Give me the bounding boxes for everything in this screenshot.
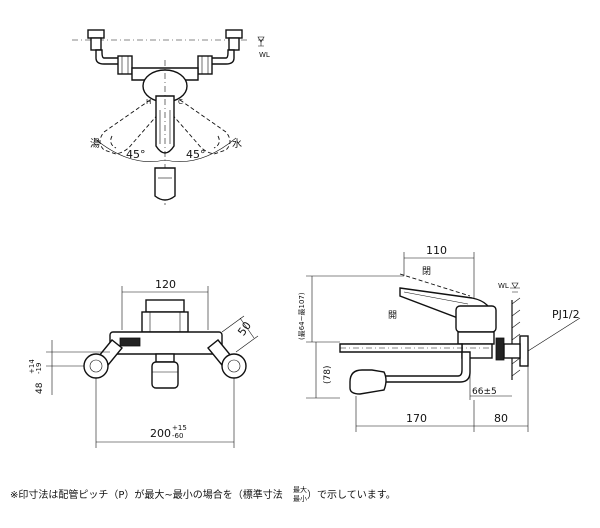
front-label-plate [119, 337, 141, 347]
angle-left: 45° [126, 148, 146, 161]
dim-170: 170 [406, 412, 427, 425]
front-spout [151, 361, 179, 389]
side-view: 110 (最64~最107) (78) 閉 開 PJ1/2 [298, 244, 581, 432]
footnote: ※印寸法は配管ピッチ（P）が最大~最小の場合を（標準寸法 最大 最小 ）で示して… [10, 485, 396, 503]
side-spout-bend [371, 351, 471, 383]
dim-200-base: 200 [150, 427, 171, 440]
top-c-mark: C [178, 98, 183, 106]
lever-swing-hidden [99, 99, 231, 155]
cold-label: 水 [232, 138, 242, 150]
pj-leader [527, 317, 581, 352]
right-connection [197, 29, 243, 75]
dim-78: (78) [323, 366, 333, 384]
dim-110: 110 [426, 244, 447, 257]
dim-200-minus: -60 [172, 432, 183, 440]
hot-label: 湯 [90, 137, 100, 150]
wl-marker-top [258, 39, 264, 47]
dim-66: 66±5 [472, 387, 497, 397]
front-view: 120 50 48 +14 -19 200 [28, 278, 259, 448]
dim-120: 120 [155, 278, 176, 291]
close-label: 閉 [422, 266, 431, 277]
wl-triangle-side [511, 282, 519, 289]
top-view: WL H C [72, 29, 270, 205]
dim-50: 50 [235, 319, 254, 338]
angle-right: 45° [186, 148, 206, 161]
footnote-stack-bottom: 最小 [293, 494, 307, 503]
dim-48-base: 48 [35, 382, 45, 394]
dim-80: 80 [494, 412, 508, 425]
dim-48-minus: -19 [35, 363, 43, 374]
dim-200-plus: +15 [172, 424, 187, 432]
side-nut [495, 337, 505, 361]
top-h-mark: H [146, 98, 151, 106]
front-cap [145, 299, 185, 313]
side-body-mid [457, 331, 495, 345]
wl-label-top: WL [259, 51, 270, 59]
lever-hidden-line [399, 273, 471, 297]
wl-label-side: WL [498, 282, 509, 290]
side-flange [519, 335, 529, 367]
dim-48-plus: +14 [28, 359, 36, 374]
footnote-text-before: ※印寸法は配管ピッチ（P）が最大~最小の場合を（標準寸法 [10, 488, 283, 501]
top-lever [155, 95, 175, 154]
top-spout [154, 167, 176, 201]
front-stem [155, 353, 175, 363]
side-body-top [455, 305, 497, 333]
front-cartridge [141, 311, 189, 333]
footnote-text-after: ）で示しています。 [307, 489, 396, 501]
left-connection [87, 29, 133, 75]
side-elbow [503, 343, 521, 359]
pj-label: PJ1/2 [552, 308, 580, 321]
footnote-stack-top: 最大 [293, 485, 307, 494]
side-spout-tip [349, 369, 387, 395]
dim-line-50b [235, 335, 259, 353]
open-label: 開 [388, 310, 397, 321]
wl-triangle-top [257, 36, 265, 43]
dim-height-range: (最64~最107) [298, 292, 306, 340]
